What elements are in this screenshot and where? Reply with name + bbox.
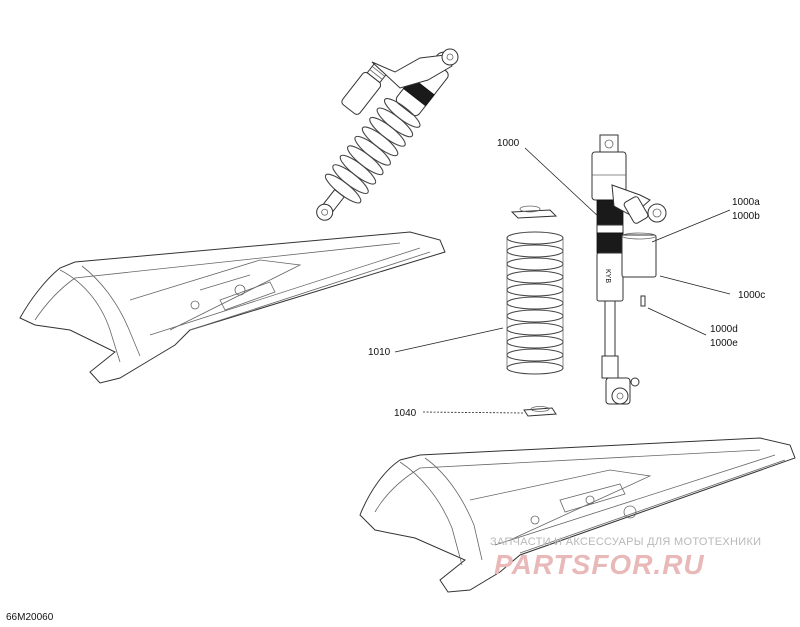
callout-1000: 1000 xyxy=(497,138,520,149)
washer-illustration xyxy=(523,407,557,417)
spring-retainer-top-illustration xyxy=(510,209,558,219)
callout-1000b: 1000b xyxy=(732,211,760,222)
callout-1000c: 1000c xyxy=(738,290,765,301)
watermark-tagline: ЗАПЧАСТИ И АКСЕССУАРЫ ДЛЯ МОТОТЕХНИКИ xyxy=(490,536,761,548)
callout-1000d: 1000d xyxy=(710,324,738,335)
ski-left-illustration xyxy=(19,231,446,384)
callout-1000a: 1000a xyxy=(732,197,760,208)
callout-1000e: 1000e xyxy=(710,338,738,349)
assembled-shock-illustration xyxy=(316,51,452,221)
reservoir-illustration xyxy=(341,62,388,115)
leader-1000ab xyxy=(651,209,731,243)
leader-1000c xyxy=(659,275,731,295)
watermark-logo: PARTSFOR.RU xyxy=(494,549,705,580)
ski-right-illustration xyxy=(359,437,796,593)
exploded-shock-illustration: KYB xyxy=(591,134,667,405)
leader-1000de xyxy=(647,307,707,336)
top-eyelet-illustration xyxy=(441,48,459,66)
svg-text:KYB: KYB xyxy=(604,269,611,283)
leader-1040 xyxy=(422,411,524,414)
leader-1000 xyxy=(524,147,601,219)
leader-1010 xyxy=(394,327,504,353)
diagram-code: 66M20060 xyxy=(6,612,54,623)
callout-1010: 1010 xyxy=(368,347,391,358)
callout-1040: 1040 xyxy=(394,408,417,419)
spring-illustration xyxy=(506,231,564,375)
